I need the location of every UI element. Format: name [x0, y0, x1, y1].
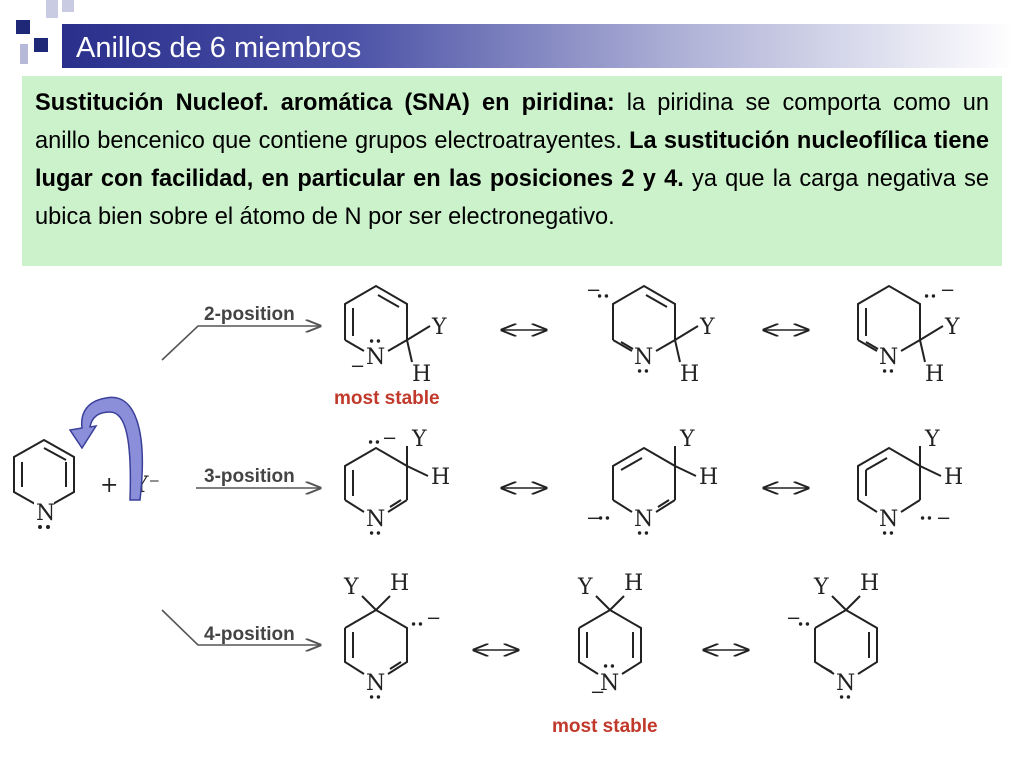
- title-bar: [62, 24, 1014, 68]
- r3s2-minus: −: [590, 682, 605, 703]
- explanation-bold-2: La sustitución nucleofílica tiene lugar …: [35, 128, 989, 192]
- r3s1-N: N: [366, 671, 385, 696]
- row2-structure-3: [857, 446, 942, 513]
- r3s3-H: H: [860, 571, 879, 596]
- r3s3-minus: −: [786, 608, 801, 629]
- r1s2-Y: Y: [699, 315, 715, 340]
- r3s2-H: H: [624, 571, 643, 596]
- reaction-scheme: N + Y⁻ 2-position 3-position 4-position …: [13, 280, 963, 737]
- corner-square-navy-2: [34, 38, 48, 52]
- row1-structure-1: [344, 284, 431, 363]
- r2s3-Y: Y: [924, 427, 940, 452]
- explanation-text: Sustitución Nucleof. aromática (SNA) en …: [35, 84, 989, 236]
- corner-square-navy-1: [16, 20, 30, 34]
- r1s3-minus: −: [940, 280, 955, 301]
- r3s1-H: H: [390, 571, 409, 596]
- r1s3-Y: Y: [944, 315, 960, 340]
- r2s1-N: N: [366, 507, 385, 532]
- row3-structure-3: [814, 595, 878, 675]
- row2-structure-1: [344, 446, 429, 513]
- explanation-box: Sustitución Nucleof. aromática (SNA) en …: [22, 76, 1002, 266]
- r2s2-N: N: [634, 507, 653, 532]
- r2s1-H: H: [431, 465, 450, 490]
- label-3-position: 3-position: [204, 466, 295, 487]
- r3s2-N: N: [600, 671, 619, 696]
- r2s3-minus: −: [936, 508, 951, 529]
- r3s3-N: N: [836, 671, 855, 696]
- slide-title: Anillos de 6 miembros: [76, 32, 362, 64]
- r1s3-H: H: [925, 362, 944, 387]
- curved-attack-arrow: [68, 396, 144, 501]
- r2s2-minus: −: [586, 508, 601, 529]
- r1s2-H: H: [680, 362, 699, 387]
- corner-square-gray-1: [20, 44, 28, 64]
- label-2-position: 2-position: [204, 304, 295, 325]
- most-stable-label-row3: most stable: [552, 716, 658, 737]
- explanation-plain-1: la piridina se comporta como un anillo b…: [35, 90, 989, 154]
- r2s1-Y: Y: [411, 427, 427, 452]
- r2s1-minus: −: [382, 428, 397, 449]
- r3s1-Y: Y: [343, 575, 359, 600]
- corner-square-gray-2: [46, 0, 58, 18]
- row3-structure-2: [578, 595, 642, 675]
- most-stable-label-row1: most stable: [334, 388, 440, 409]
- row2-structure-2: [612, 446, 697, 513]
- reactant-nitrogen: N: [36, 501, 55, 526]
- r1s1-Y: Y: [431, 315, 447, 340]
- r3s3-Y: Y: [813, 575, 829, 600]
- row1-structure-2: [612, 284, 699, 363]
- r1s1-minus: −: [350, 356, 365, 377]
- explanation-plain-2: ya que la carga negativa se ubica bien s…: [35, 166, 989, 230]
- r1s1-H: H: [412, 362, 431, 387]
- row1-structure-3: [857, 284, 944, 363]
- r1s2-N: N: [634, 345, 653, 370]
- r2s2-H: H: [699, 465, 718, 490]
- r1s2-minus: −: [586, 280, 601, 301]
- label-4-position: 4-position: [204, 624, 295, 645]
- r1s1-N: N: [366, 345, 385, 370]
- r3s1-minus: −: [426, 608, 441, 629]
- r2s2-Y: Y: [679, 427, 695, 452]
- r2s3-H: H: [944, 465, 963, 490]
- r2s3-N: N: [879, 507, 898, 532]
- pyridine-reactant: [13, 438, 75, 511]
- row3-structure-1: [344, 595, 408, 675]
- r3s2-Y: Y: [577, 575, 593, 600]
- r1s3-N: N: [879, 345, 898, 370]
- plus-sign: +: [100, 473, 118, 498]
- corner-square-gray-3: [62, 0, 74, 12]
- explanation-bold-1: Sustitución Nucleof. aromática (SNA) en …: [35, 90, 615, 116]
